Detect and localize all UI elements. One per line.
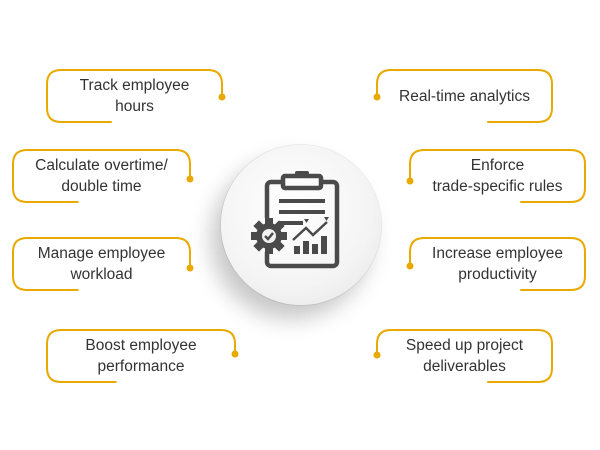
item-line-2: productivity [458,266,537,283]
item-line-2: trade-specific rules [432,178,563,195]
right-item-2-dot [406,177,414,185]
item-text: Speed up project deliverables [406,335,523,377]
left-item-3-dot [186,264,194,272]
left-item-2-frame [12,149,191,203]
right-item-4-frame [376,329,553,383]
item-line-2: deliverables [423,358,506,375]
right-item-3-dot [406,262,414,270]
item-text: Manage employee workload [38,243,166,285]
item-text: Enforce trade-specific rules [432,155,562,197]
item-text: Increase employee productivity [432,243,563,285]
left-item-1-frame [46,69,223,123]
item-text: Boost employee performance [85,335,196,377]
left-item-2-dot [186,175,194,183]
left-item-4: Boost employee performance [47,330,235,382]
left-item-4-dot [231,350,239,358]
bar-chart-icon [292,217,329,254]
center-hub [221,145,381,305]
item-line-1: Speed up project [405,337,524,354]
left-item-3-frame [12,237,191,291]
item-line-2: performance [97,358,185,375]
item-line-1: Real-time analytics [399,87,530,105]
item-line-1: Boost employee [85,337,197,354]
right-item-1-dot [373,93,381,101]
item-text: Track employee hours [80,75,190,117]
right-item-3: Increase employee productivity [410,238,585,290]
item-line-1: Increase employee [432,245,563,262]
item-text: Real-time analytics [399,86,530,107]
item-line-1: Calculate overtime/ [35,157,168,174]
right-item-2-frame [409,149,586,203]
right-item-4: Speed up project deliverables [377,330,552,382]
left-item-3: Manage employee workload [13,238,190,290]
clipboard-gear-chart-icon [251,171,340,269]
item-text: Calculate overtime/double time [35,155,168,197]
item-line-1: Track employee [79,77,190,94]
right-item-1: Real-time analytics [377,70,552,122]
right-item-1-frame [376,69,553,123]
gear-icon [251,218,287,254]
left-item-1-dot [218,93,226,101]
item-line-2: hours [115,98,154,115]
item-line-2: workload [70,266,133,283]
right-item-3-frame [409,237,586,291]
right-item-4-dot [373,351,381,359]
item-line-1: Manage employee [37,245,166,262]
right-item-2: Enforce trade-specific rules [410,150,585,202]
left-item-2: Calculate overtime/double time [13,150,190,202]
item-line-2: double time [61,178,142,195]
left-item-4-frame [46,329,236,383]
item-line-1: Enforce [470,157,525,174]
left-item-1: Track employee hours [47,70,222,122]
